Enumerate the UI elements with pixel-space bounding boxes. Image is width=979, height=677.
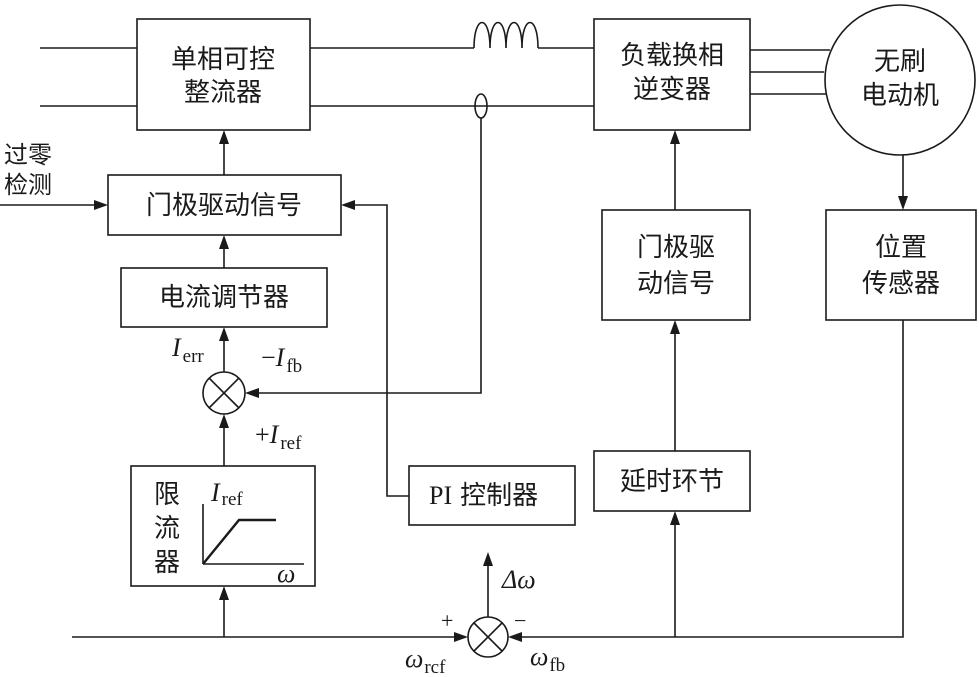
delay-label: 延时环节 [620,467,724,497]
delay-block: 延时环节 [593,450,751,512]
inductor-coil [473,21,539,49]
limiter-plot-x-label: ω [277,559,295,588]
wire-current-feedback [258,118,482,394]
gate-drive-left-block: 门极驱动信号 [107,174,342,236]
limiter-label-line2: 流 [154,514,180,544]
wire-pi-to-gate [354,204,409,497]
position-sensor-block: 位置 传感器 [825,209,977,321]
gate-drive-right-label-line2: 动信号 [637,269,715,299]
arrow-speed-reference [454,632,468,642]
arrow-delta-omega [483,552,493,566]
arrow-into-inverter [670,130,680,144]
gate-drive-left-label: 门极驱动信号 [146,191,302,221]
plus-sign-label: + [441,608,453,633]
arrow-speed-feedback [508,632,522,642]
arrow-into-limiter [219,586,229,600]
arrow-zero-cross [94,200,108,210]
arrow-pi-into-gate [341,200,355,210]
minus-sign-label: − [514,608,526,633]
arrow-into-regulator [219,327,229,341]
arrow-into-gate-left [219,235,229,249]
current-summing-junction [202,371,246,415]
limiter-label-line1: 限 [154,480,180,510]
delta-omega-label: Δω [501,565,536,594]
rectifier-label-line2: 整流器 [184,78,262,108]
position-sensor-label-line1: 位置 [875,233,927,263]
rectifier-label-line1: 单相可控 [171,45,275,75]
arrowheads [94,130,908,642]
current-regulator-block: 电流调节器 [120,267,328,328]
motor-label-line1: 无刷 [874,47,926,77]
omega-fb-label: ωfb [530,642,565,676]
current-regulator-label: 电流调节器 [159,283,289,313]
zero-cross-label-line2: 检测 [4,171,52,199]
inverter-label-line1: 负载换相 [620,41,724,71]
limiter-label-line3: 器 [154,548,180,578]
wire-speed-feedback [522,320,904,638]
arrow-into-gate-right [670,320,680,334]
gate-drive-right-label-line1: 门极驱 [637,233,715,263]
motor-block: 无刷 电动机 [824,4,976,156]
arrow-current-feedback [245,388,259,398]
motor-label-line2: 电动机 [861,81,939,111]
arrow-into-rectifier [219,130,229,144]
position-sensor-label-line2: 传感器 [862,269,940,299]
zero-cross-input-label: 过零 检测 [4,141,52,199]
gate-drive-right-block: 门极驱 动信号 [601,209,751,321]
limiter-curve [202,518,276,565]
zero-cross-label-line1: 过零 [4,141,52,169]
inverter-label-line2: 逆变器 [633,75,711,105]
omega-ref-label: ωrcf [405,644,446,677]
inverter-block: 负载换相 逆变器 [593,18,751,131]
signal-wires [0,118,904,638]
arrow-into-position-sensor [898,196,908,210]
arrow-into-delay [670,511,680,525]
arrow-into-current-junction [219,414,229,428]
rectifier-block: 单相可控 整流器 [136,18,311,131]
speed-summing-junction [467,616,509,658]
power-lines [40,21,830,119]
